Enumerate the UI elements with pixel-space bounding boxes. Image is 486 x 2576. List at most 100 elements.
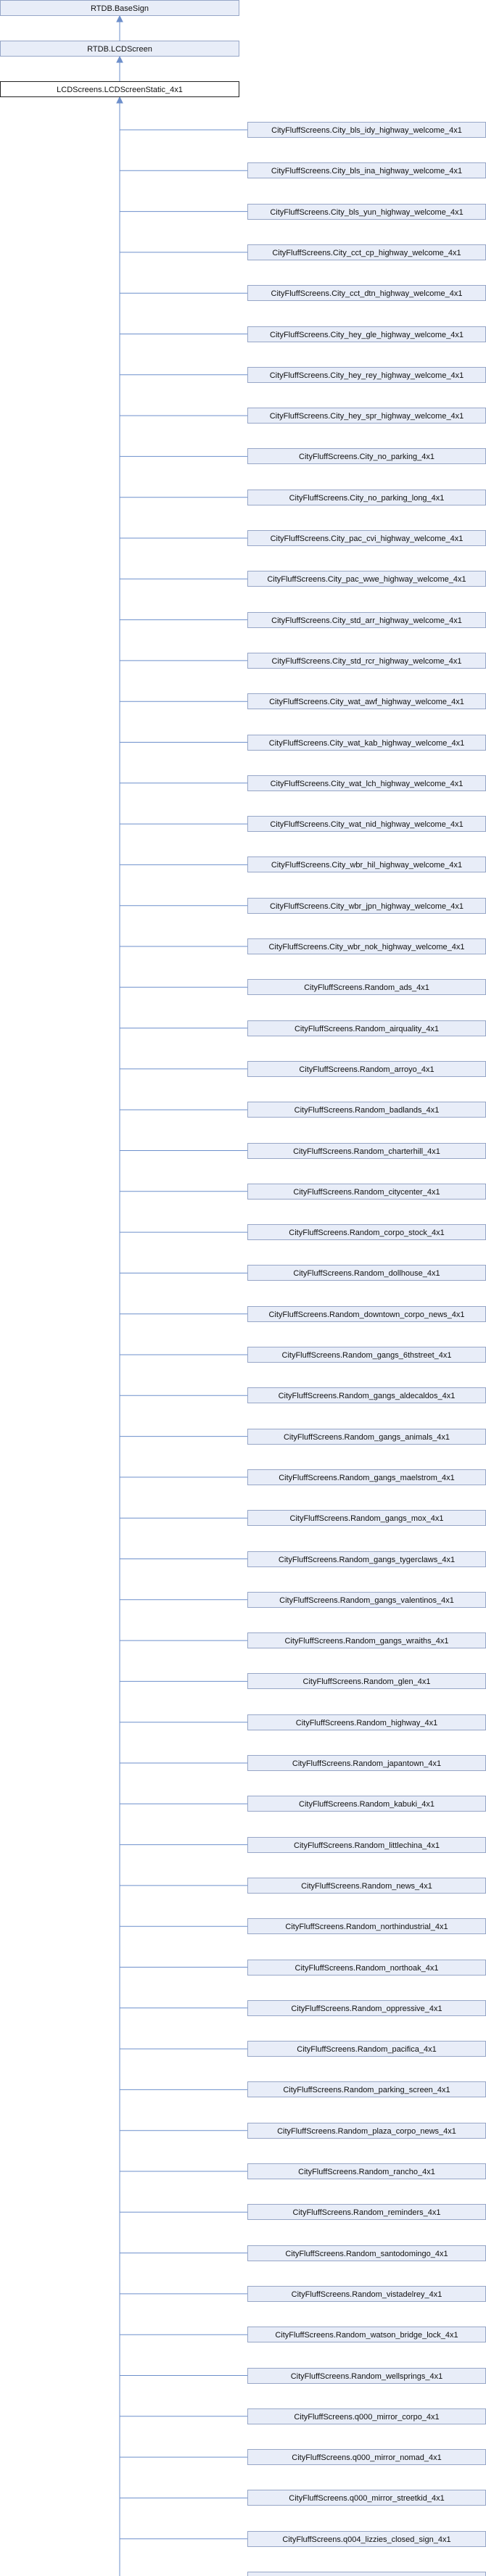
class-node-self[interactable]: LCDScreens.LCDScreenStatic_4x1 — [0, 81, 239, 97]
class-node-child[interactable]: CityFluffScreens.City_wbr_hil_highway_we… — [247, 856, 486, 872]
class-node-child-label: CityFluffScreens.Random_glen_4x1 — [303, 1677, 431, 1686]
class-node-ancestor[interactable]: RTDB.LCDScreen — [0, 41, 239, 57]
class-node-child[interactable]: CityFluffScreens.q110_turn_back_message_… — [247, 2572, 486, 2576]
class-node-child[interactable]: CityFluffScreens.Random_gangs_6thstreet_… — [247, 1347, 486, 1363]
class-node-child[interactable]: CityFluffScreens.Random_gangs_animals_4x… — [247, 1429, 486, 1445]
class-node-child[interactable]: CityFluffScreens.Random_japantown_4x1 — [247, 1755, 486, 1771]
class-node-child[interactable]: CityFluffScreens.Random_reminders_4x1 — [247, 2204, 486, 2220]
class-node-child[interactable]: CityFluffScreens.Random_vistadelrey_4x1 — [247, 2286, 486, 2302]
class-node-child[interactable]: CityFluffScreens.Random_santodomingo_4x1 — [247, 2245, 486, 2261]
class-node-child-label: CityFluffScreens.Random_pacifica_4x1 — [297, 2045, 436, 2054]
class-node-child-label: CityFluffScreens.Random_airquality_4x1 — [295, 1025, 439, 1033]
class-node-child[interactable]: CityFluffScreens.City_bls_idy_highway_we… — [247, 122, 486, 138]
class-node-child[interactable]: CityFluffScreens.City_pac_cvi_highway_we… — [247, 530, 486, 546]
class-node-child[interactable]: CityFluffScreens.City_wat_lch_highway_we… — [247, 775, 486, 791]
class-node-child[interactable]: CityFluffScreens.Random_news_4x1 — [247, 1878, 486, 1894]
class-node-self-box — [0, 81, 239, 97]
children-arrowhead — [116, 96, 123, 104]
inherit-arrowhead — [116, 15, 123, 22]
class-node-child[interactable]: CityFluffScreens.Random_dollhouse_4x1 — [247, 1265, 486, 1281]
class-node-child-label: CityFluffScreens.Random_citycenter_4x1 — [293, 1188, 440, 1197]
class-node-child-label: CityFluffScreens.City_wat_nid_highway_we… — [270, 820, 463, 829]
class-node-child[interactable]: CityFluffScreens.City_no_parking_long_4x… — [247, 490, 486, 505]
class-node-child-label: CityFluffScreens.Random_rancho_4x1 — [298, 2168, 435, 2176]
class-node-child[interactable]: CityFluffScreens.Random_airquality_4x1 — [247, 1020, 486, 1036]
class-node-child[interactable]: CityFluffScreens.Random_downtown_corpo_n… — [247, 1306, 486, 1322]
class-node-child[interactable]: CityFluffScreens.City_no_parking_4x1 — [247, 448, 486, 464]
class-node-child-label: CityFluffScreens.Random_littlechina_4x1 — [294, 1841, 440, 1850]
class-node-child[interactable]: CityFluffScreens.City_cct_dtn_highway_we… — [247, 285, 486, 301]
class-node-child[interactable]: CityFluffScreens.City_cct_cp_highway_wel… — [247, 244, 486, 260]
class-node-child-label: CityFluffScreens.City_hey_spr_highway_we… — [270, 412, 464, 421]
class-node-child[interactable]: CityFluffScreens.Random_corpo_stock_4x1 — [247, 1224, 486, 1240]
class-node-child[interactable]: CityFluffScreens.Random_pacifica_4x1 — [247, 2041, 486, 2057]
class-node-child[interactable]: CityFluffScreens.q000_mirror_corpo_4x1 — [247, 2408, 486, 2424]
class-node-child-label: CityFluffScreens.City_pac_cvi_highway_we… — [271, 534, 464, 543]
class-node-child-label: CityFluffScreens.Random_badlands_4x1 — [295, 1106, 440, 1115]
class-node-ancestor[interactable]: RTDB.BaseSign — [0, 0, 239, 16]
class-node-child-label: CityFluffScreens.Random_oppressive_4x1 — [291, 2005, 442, 2013]
class-node-child[interactable]: CityFluffScreens.Random_gangs_tygerclaws… — [247, 1551, 486, 1567]
class-node-ancestor-label: RTDB.LCDScreen — [87, 45, 152, 54]
class-node-child[interactable]: CityFluffScreens.City_wat_nid_highway_we… — [247, 816, 486, 832]
class-node-child-label: CityFluffScreens.Random_news_4x1 — [301, 1882, 432, 1891]
class-node-child[interactable]: CityFluffScreens.Random_gangs_valentinos… — [247, 1592, 486, 1608]
class-node-child-label: CityFluffScreens.q004_lizzies_closed_sig… — [282, 2535, 450, 2544]
class-node-child-label: CityFluffScreens.City_cct_dtn_highway_we… — [271, 289, 463, 298]
class-node-child[interactable]: CityFluffScreens.Random_northoak_4x1 — [247, 1960, 486, 1976]
class-node-child-label: CityFluffScreens.Random_ads_4x1 — [304, 983, 429, 992]
class-node-child[interactable]: CityFluffScreens.Random_oppressive_4x1 — [247, 2000, 486, 2016]
class-node-child[interactable]: CityFluffScreens.q000_mirror_streetkid_4… — [247, 2490, 486, 2506]
class-node-child-label: CityFluffScreens.Random_watson_bridge_lo… — [275, 2331, 458, 2340]
class-node-child-label: CityFluffScreens.Random_gangs_6thstreet_… — [282, 1351, 452, 1360]
class-node-child[interactable]: CityFluffScreens.City_std_rcr_highway_we… — [247, 653, 486, 669]
class-node-child[interactable]: CityFluffScreens.Random_highway_4x1 — [247, 1714, 486, 1730]
class-node-child-label: CityFluffScreens.City_std_arr_highway_we… — [271, 616, 462, 625]
class-node-child[interactable]: CityFluffScreens.q004_lizzies_closed_sig… — [247, 2531, 486, 2547]
class-node-child[interactable]: CityFluffScreens.City_wbr_nok_highway_we… — [247, 938, 486, 954]
class-node-child[interactable]: CityFluffScreens.Random_littlechina_4x1 — [247, 1837, 486, 1853]
class-node-child-label: CityFluffScreens.Random_parking_screen_4… — [283, 2086, 450, 2094]
class-node-child[interactable]: CityFluffScreens.City_bls_ina_highway_we… — [247, 162, 486, 178]
class-node-child[interactable]: CityFluffScreens.City_wbr_jpn_highway_we… — [247, 898, 486, 914]
class-node-ancestor-box — [0, 0, 239, 16]
class-node-child[interactable]: CityFluffScreens.Random_charterhill_4x1 — [247, 1143, 486, 1159]
class-node-child[interactable]: CityFluffScreens.City_hey_rey_highway_we… — [247, 367, 486, 383]
class-node-child[interactable]: CityFluffScreens.Random_parking_screen_4… — [247, 2081, 486, 2097]
class-node-child[interactable]: CityFluffScreens.Random_glen_4x1 — [247, 1673, 486, 1689]
class-node-child[interactable]: CityFluffScreens.Random_ads_4x1 — [247, 979, 486, 995]
class-node-child[interactable]: CityFluffScreens.Random_northindustrial_… — [247, 1918, 486, 1934]
class-node-child-label: CityFluffScreens.Random_gangs_tygerclaws… — [279, 1556, 455, 1564]
class-node-child[interactable]: CityFluffScreens.Random_citycenter_4x1 — [247, 1184, 486, 1200]
class-node-child[interactable]: CityFluffScreens.Random_plaza_corpo_news… — [247, 2123, 486, 2139]
class-node-child-label: CityFluffScreens.Random_arroyo_4x1 — [299, 1065, 434, 1074]
class-node-child[interactable]: CityFluffScreens.City_std_arr_highway_we… — [247, 612, 486, 628]
class-node-child[interactable]: CityFluffScreens.Random_rancho_4x1 — [247, 2163, 486, 2179]
class-node-child[interactable]: CityFluffScreens.City_bls_yun_highway_we… — [247, 204, 486, 220]
inherit-arrowhead — [116, 55, 123, 63]
class-node-child[interactable]: CityFluffScreens.City_hey_gle_highway_we… — [247, 326, 486, 342]
class-node-child-label: CityFluffScreens.City_std_rcr_highway_we… — [271, 657, 461, 666]
class-node-child[interactable]: CityFluffScreens.City_pac_wwe_highway_we… — [247, 571, 486, 587]
class-node-child[interactable]: CityFluffScreens.City_wat_awf_highway_we… — [247, 693, 486, 709]
class-node-child[interactable]: CityFluffScreens.Random_gangs_wraiths_4x… — [247, 1632, 486, 1648]
class-node-child-label: CityFluffScreens.City_wat_kab_highway_we… — [269, 739, 464, 748]
class-node-child[interactable]: CityFluffScreens.q000_mirror_nomad_4x1 — [247, 2449, 486, 2465]
class-node-child-label: CityFluffScreens.City_pac_wwe_highway_we… — [267, 575, 466, 584]
class-node-child[interactable]: CityFluffScreens.Random_badlands_4x1 — [247, 1102, 486, 1118]
class-node-child[interactable]: CityFluffScreens.Random_arroyo_4x1 — [247, 1061, 486, 1077]
class-node-child-label: CityFluffScreens.Random_northoak_4x1 — [295, 1964, 439, 1973]
class-node-child[interactable]: CityFluffScreens.Random_wellsprings_4x1 — [247, 2368, 486, 2384]
class-node-child[interactable]: CityFluffScreens.Random_kabuki_4x1 — [247, 1796, 486, 1812]
class-node-child[interactable]: CityFluffScreens.Random_gangs_maelstrom_… — [247, 1469, 486, 1485]
class-node-child-label: CityFluffScreens.Random_corpo_stock_4x1 — [289, 1229, 444, 1237]
class-node-child-label: CityFluffScreens.q000_mirror_streetkid_4… — [289, 2494, 444, 2503]
class-node-child-label: CityFluffScreens.q000_mirror_nomad_4x1 — [292, 2453, 441, 2462]
class-node-child[interactable]: CityFluffScreens.Random_gangs_aldecaldos… — [247, 1387, 486, 1403]
class-node-child[interactable]: CityFluffScreens.Random_gangs_mox_4x1 — [247, 1510, 486, 1526]
class-node-child[interactable]: CityFluffScreens.Random_watson_bridge_lo… — [247, 2327, 486, 2342]
class-node-child[interactable]: CityFluffScreens.City_hey_spr_highway_we… — [247, 408, 486, 424]
class-node-child-label: CityFluffScreens.q000_mirror_corpo_4x1 — [294, 2413, 439, 2422]
class-node-child[interactable]: CityFluffScreens.City_wat_kab_highway_we… — [247, 735, 486, 751]
